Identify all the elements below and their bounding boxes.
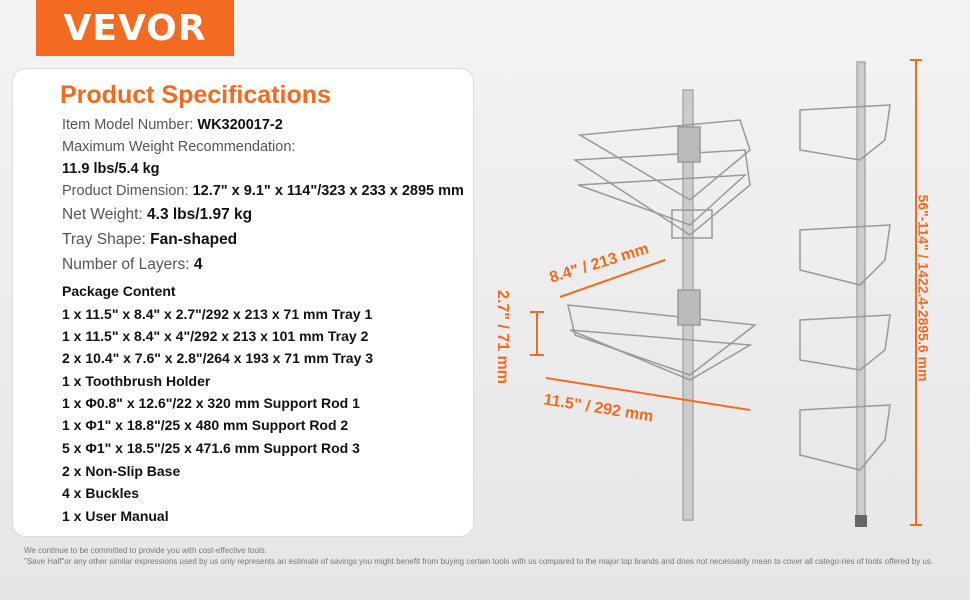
full-view-trays <box>799 104 891 471</box>
spec-title: Product Specifications <box>60 81 331 109</box>
spec-max-weight-label: Maximum Weight Recommendation: <box>62 139 296 155</box>
spec-tray-shape: Tray Shape: Fan-shaped <box>62 231 238 248</box>
footer-line: We continue to be committed to provide y… <box>24 546 267 555</box>
close-up-tray-bottom <box>567 289 757 381</box>
total-height-dimension: 56"-114" / 1422.4-2895.6 mm <box>915 194 932 382</box>
package-item: 1 x 11.5" x 8.4" x 2.7"/292 x 213 x 71 m… <box>62 306 373 322</box>
vevor-logo: VEVOR <box>36 0 234 56</box>
package-item: 1 x Φ1" x 18.8"/25 x 480 mm Support Rod … <box>62 417 349 433</box>
close-up-tray-top <box>572 119 751 239</box>
spec-card <box>12 68 474 537</box>
spec-model: Item Model Number: WK320017-2 <box>62 117 283 133</box>
package-title: Package Content <box>62 283 176 299</box>
footer-disclaimer: "Save Half"or any other similar expressi… <box>24 557 934 566</box>
package-item: 2 x 10.4" x 7.6" x 2.8"/264 x 193 x 71 m… <box>62 350 374 366</box>
spec-net-weight: Net Weight: 4.3 lbs/1.97 kg <box>62 206 253 223</box>
package-item: 1 x 11.5" x 8.4" x 4"/292 x 213 x 101 mm… <box>62 328 369 344</box>
package-item: 1 x Toothbrush Holder <box>62 373 211 389</box>
spec-max-weight: 11.9 lbs/5.4 kg <box>62 161 160 177</box>
full-pole <box>856 61 866 523</box>
package-item: 1 x Φ0.8" x 12.6"/22 x 320 mm Support Ro… <box>62 395 360 411</box>
package-item: 2 x Non-Slip Base <box>62 463 181 479</box>
dimension-lines <box>530 59 922 526</box>
spec-layers: Number of Layers: 4 <box>62 256 203 273</box>
spec-dimension: Product Dimension: 12.7" x 9.1" x 114"/3… <box>62 183 464 199</box>
logo-text: VEVOR <box>63 7 207 49</box>
package-item: 5 x Φ1" x 18.5"/25 x 471.6 mm Support Ro… <box>62 440 360 456</box>
tray-height-dimension: 2.7" / 71 mm <box>493 290 511 384</box>
package-item: 4 x Buckles <box>62 485 140 501</box>
package-item: 1 x User Manual <box>62 508 169 524</box>
